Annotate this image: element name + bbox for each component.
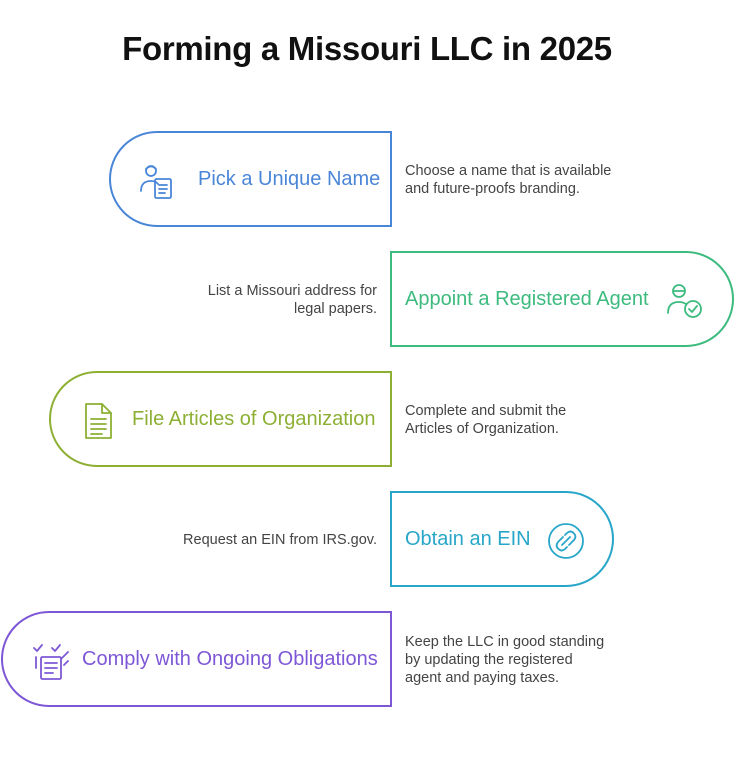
step-description: Request an EIN from IRS.gov. xyxy=(183,532,377,548)
step-description: Complete and submit the Articles of Orga… xyxy=(405,403,567,437)
step-appoint-agent: Appoint a Registered Agent xyxy=(390,251,734,347)
step-label: Obtain an EIN xyxy=(405,528,531,550)
step-description: List a Missouri address for legal papers… xyxy=(207,283,377,317)
step-label: Comply with Ongoing Obligations xyxy=(82,648,378,670)
step-label: Appoint a Registered Agent xyxy=(405,288,649,310)
step-pick-name: Pick a Unique Name xyxy=(109,131,392,227)
person-check-icon xyxy=(667,284,702,318)
step-comply-obligations: Comply with Ongoing Obligations xyxy=(1,611,392,707)
person-document-icon xyxy=(140,165,172,199)
checklist-icon xyxy=(33,644,69,680)
step-description: Keep the LLC in good standing by updatin… xyxy=(405,634,605,686)
document-icon xyxy=(85,403,112,439)
page-title: Forming a Missouri LLC in 2025 xyxy=(122,30,612,67)
step-file-articles: File Articles of Organization xyxy=(49,371,392,467)
link-circle-icon xyxy=(548,523,584,559)
step-label: Pick a Unique Name xyxy=(198,168,381,190)
step-obtain-ein: Obtain an EIN xyxy=(390,491,614,587)
step-description: Choose a name that is available and futu… xyxy=(405,163,612,197)
step-label: File Articles of Organization xyxy=(132,408,376,430)
